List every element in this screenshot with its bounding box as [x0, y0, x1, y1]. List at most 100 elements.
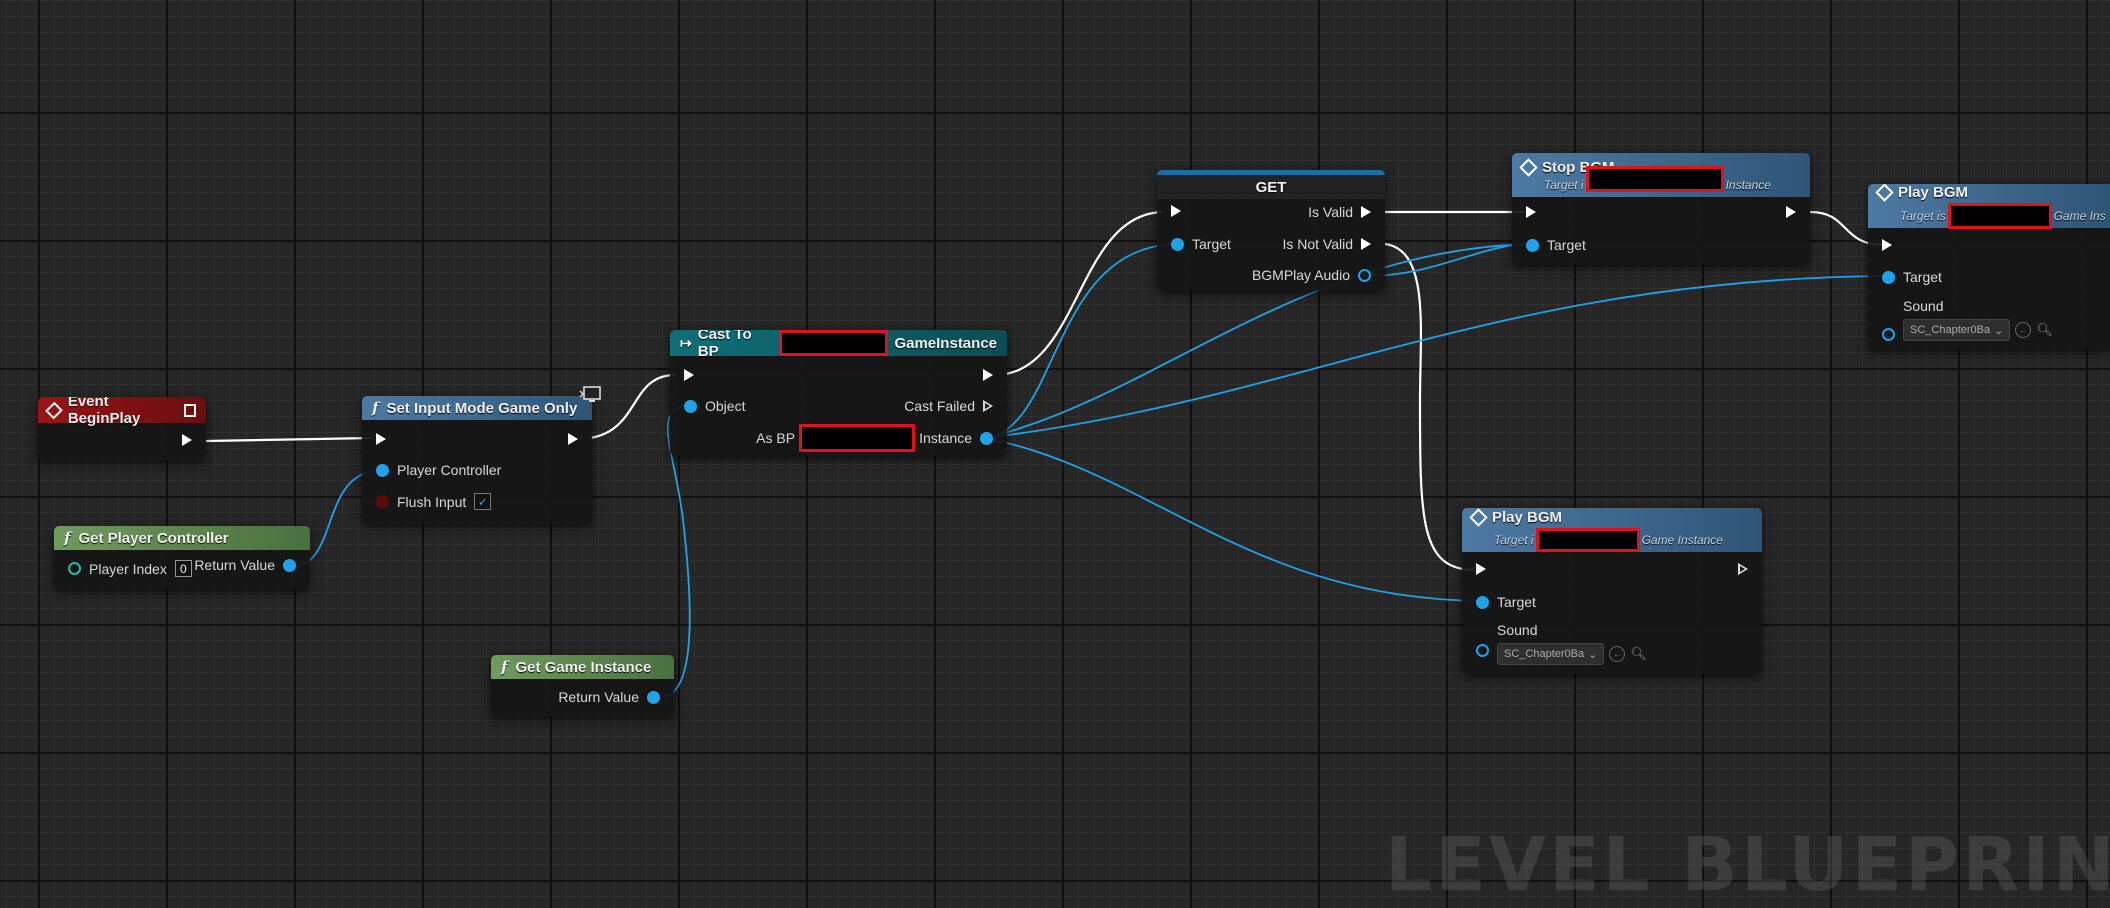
exec-out-pin[interactable]: [1738, 563, 1748, 575]
redacted-target-class: [1947, 202, 2052, 229]
event-begin-play-node[interactable]: Event BeginPlay: [38, 397, 206, 461]
bgm-play-audio-pin[interactable]: [1358, 268, 1371, 282]
event-header: Event BeginPlay: [38, 397, 206, 427]
target-label: Target: [1497, 594, 1536, 610]
is-not-valid-label: Is Not Valid: [1282, 236, 1353, 252]
is-not-valid-exec-pin[interactable]: [1361, 238, 1371, 250]
set-input-mode-node[interactable]: f Set Input Mode Game Only Player Contro…: [362, 396, 592, 524]
message-icon: [1875, 184, 1894, 202]
wire-layer: [205, 210, 1891, 698]
exec-in-pin[interactable]: [376, 433, 386, 445]
browse-search-icon[interactable]: 🔍︎: [2036, 322, 2053, 337]
target-label: Target: [1192, 236, 1231, 252]
exec-out-pin[interactable]: [182, 434, 192, 446]
chevron-down-icon: ⌄: [1994, 324, 2004, 337]
exec-in-pin[interactable]: [684, 369, 694, 381]
function-icon: f: [372, 399, 379, 417]
event-title: Event BeginPlay: [67, 397, 141, 427]
function-icon: f: [501, 658, 508, 676]
sound-group: Sound SC_Chapter0Ba⌄ ← 🔍︎: [1497, 622, 1647, 665]
flush-input-label: Flush Input: [397, 493, 467, 510]
stop-bgm-node[interactable]: Stop BGM Target i Instance Target: [1512, 153, 1810, 265]
sound-picker: SC_Chapter0Ba⌄ ← 🔍︎: [1903, 319, 2053, 341]
object-wire: [984, 275, 1891, 439]
return-value-pin[interactable]: [283, 558, 296, 572]
level-blueprint-watermark: LEVEL BLUEPRINT: [1385, 822, 2110, 908]
play-bgm-header: Play BGM Target i Game Instance: [1462, 508, 1762, 552]
return-value-pin[interactable]: [647, 690, 660, 704]
event-diamond-icon: [45, 401, 63, 419]
cast-title-prefix: Cast To BP: [697, 330, 752, 360]
browse-search-icon[interactable]: 🔍︎: [1630, 646, 1647, 661]
play-bgm-subtitle-suffix: Game Ins: [2053, 208, 2106, 223]
object-wire: [984, 437, 1485, 602]
target-pin[interactable]: [1476, 595, 1489, 609]
object-pin[interactable]: [684, 399, 697, 413]
play-bgm-header: Play BGM Target is Game Ins: [1868, 184, 2110, 229]
get-player-controller-title: Get Player Controller: [78, 529, 229, 547]
get-game-instance-node[interactable]: f Get Game Instance Return Value: [491, 655, 674, 717]
exec-in-pin[interactable]: [1171, 205, 1181, 217]
function-icon: f: [64, 529, 71, 547]
object-wire: [663, 404, 691, 698]
cast-icon: ↦: [680, 334, 692, 351]
client-only-icon: [578, 385, 602, 405]
exec-in-pin[interactable]: [1882, 239, 1892, 251]
set-input-mode-title: Set Input Mode Game Only: [386, 399, 578, 417]
sound-pin[interactable]: [1882, 328, 1895, 341]
use-selected-icon[interactable]: ←: [1609, 646, 1626, 662]
cast-failed-pin[interactable]: [983, 400, 993, 412]
target-label: Target: [1903, 269, 1942, 285]
chevron-down-icon: ⌄: [1588, 648, 1598, 661]
redacted-class-name: [779, 330, 889, 356]
play-bgm-node-top[interactable]: Play BGM Target is Game Ins Target Sound…: [1868, 184, 2110, 350]
get-game-instance-header: f Get Game Instance: [491, 655, 674, 679]
cast-title-suffix: GameInstance: [894, 334, 997, 352]
stop-bgm-subtitle: Target i Instance: [1522, 165, 1771, 192]
target-label: Target: [1547, 237, 1586, 253]
player-controller-label: Player Controller: [397, 462, 502, 478]
sound-group: Sound SC_Chapter0Ba⌄ ← 🔍︎: [1903, 298, 2053, 341]
use-selected-icon[interactable]: ←: [2015, 322, 2032, 338]
exec-wire: [1005, 210, 1163, 376]
object-wire: [984, 243, 1531, 439]
play-bgm-subtitle-prefix: Target i: [1494, 532, 1534, 547]
is-valid-exec-pin[interactable]: [1361, 206, 1371, 218]
get-game-instance-title: Get Game Instance: [515, 658, 652, 676]
exec-in-pin[interactable]: [1526, 206, 1536, 218]
get-player-controller-header: f Get Player Controller: [54, 526, 310, 550]
object-label: Object: [705, 398, 746, 414]
play-bgm-subtitle: Target is Game Ins: [1878, 202, 2106, 229]
redacted-as-bp-name: [799, 424, 916, 452]
play-bgm-node-bottom[interactable]: Play BGM Target i Game Instance Target S…: [1462, 508, 1762, 674]
player-controller-pin[interactable]: [376, 463, 389, 477]
object-wire: [984, 243, 1179, 439]
as-bp-label: As BP: [756, 430, 796, 446]
sound-picker: SC_Chapter0Ba⌄ ← 🔍︎: [1497, 643, 1647, 665]
stop-bgm-subtitle-prefix: Target i: [1544, 177, 1584, 192]
validated-get-header: GET: [1157, 170, 1385, 199]
return-value-label: Return Value: [558, 689, 639, 705]
play-bgm-subtitle: Target i Game Instance: [1472, 527, 1723, 552]
target-pin[interactable]: [1882, 270, 1895, 284]
flush-input-pin[interactable]: [376, 495, 389, 508]
target-pin[interactable]: [1171, 237, 1184, 251]
sound-pin[interactable]: [1476, 644, 1489, 657]
flush-input-checkbox[interactable]: ✓: [474, 493, 492, 510]
exec-in-pin[interactable]: [1476, 563, 1486, 575]
bgm-play-audio-label: BGMPlay Audio: [1251, 267, 1350, 283]
sound-asset-dropdown[interactable]: SC_Chapter0Ba⌄: [1903, 319, 2011, 341]
cast-to-node[interactable]: ↦ Cast To BP GameInstance Object Cast Fa…: [670, 330, 1007, 456]
target-pin[interactable]: [1526, 238, 1539, 252]
player-index-pin[interactable]: [68, 562, 81, 575]
get-player-controller-node[interactable]: f Get Player Controller Player Index 0 R…: [54, 526, 310, 590]
as-bp-instance-pin[interactable]: [980, 431, 993, 445]
exec-out-pin[interactable]: [983, 369, 993, 381]
play-bgm-title: Play BGM: [1898, 184, 1969, 201]
exec-out-pin[interactable]: [1786, 206, 1796, 218]
play-bgm-subtitle-prefix: Target is: [1900, 208, 1946, 223]
exec-out-pin[interactable]: [568, 433, 578, 445]
player-index-input[interactable]: 0: [174, 560, 192, 577]
validated-get-node[interactable]: GET Is Valid Target Is Not Valid BGMPlay…: [1157, 170, 1385, 291]
sound-asset-dropdown[interactable]: SC_Chapter0Ba⌄: [1497, 643, 1605, 665]
